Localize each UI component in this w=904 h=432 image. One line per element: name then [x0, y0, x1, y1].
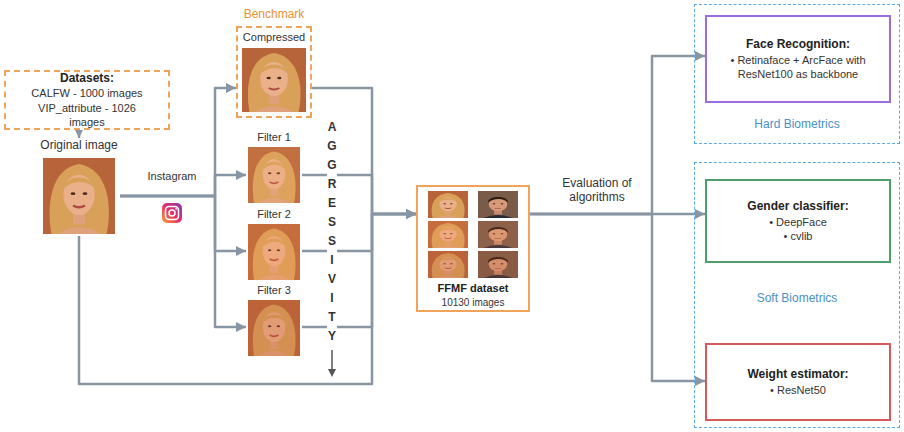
process-box: Face Recognition:• Retinaface + ArcFace …: [705, 15, 891, 103]
method-item: • ResNet50: [770, 383, 826, 397]
filter-tint: [248, 224, 300, 280]
box-heading: Datasets:: [60, 71, 114, 87]
dataset-box: FFMF dataset10130 images: [416, 185, 530, 312]
benchmark-box: BenchmarkCompressed: [236, 26, 312, 118]
aggressivity-arrow: [328, 350, 336, 377]
dataset-item: CALFW - 1000 images: [31, 86, 142, 100]
image-node: Filter 2: [246, 207, 302, 282]
face-photo: [248, 300, 300, 356]
dataset-box: Datasets:CALFW - 1000 imagesVIP_attribut…: [4, 70, 170, 130]
image-caption: Filter 2: [257, 207, 291, 221]
group-region: Soft Biometrics Gender classifier:• DeepF…: [694, 162, 900, 428]
axis-label: AGGRESSIVITY: [327, 118, 337, 346]
face-photo: [248, 147, 300, 203]
image-caption: Filter 3: [257, 283, 291, 297]
flow-arrow: [302, 214, 416, 251]
flow-arrow: [530, 214, 705, 381]
filter-tint: [248, 147, 300, 203]
flow-arrow: [120, 196, 246, 251]
face-photo: [43, 158, 115, 234]
region-label: Hard Biometrics: [754, 117, 839, 133]
flow-arrow: [302, 175, 416, 214]
filter-tint: [428, 251, 468, 278]
image-caption: Original image: [40, 138, 117, 154]
face-photo: [428, 191, 468, 218]
dataset-item: VIP_attribute - 1026 images: [22, 101, 152, 130]
process-box: Gender classifier:• DeepFace• cvlib: [705, 179, 891, 263]
process-box: Weight estimator:• ResNet50: [705, 343, 891, 421]
face-photo: [428, 251, 468, 278]
face-photo: [428, 221, 468, 248]
image-count: 10130 images: [442, 296, 505, 309]
flow-arrow: [302, 214, 416, 327]
group-region: Hard Biometrics Face Recognition:• Retina…: [694, 4, 900, 144]
box-heading: Weight estimator:: [747, 367, 848, 383]
box-heading: FFMF dataset: [438, 281, 509, 295]
method-item: • DeepFace: [769, 215, 827, 229]
flow-arrow: [120, 196, 246, 327]
image-node: Filter 3: [246, 283, 302, 358]
image-caption: Filter 1: [257, 130, 291, 144]
box-heading: Gender classifier:: [747, 199, 848, 215]
flow-arrow: [79, 214, 416, 384]
method-item: • Retinaface + ArcFace with ResNet100 as…: [723, 53, 873, 82]
filter-tint: [428, 221, 468, 248]
step-label: Evaluation of algorithms: [552, 176, 642, 205]
face-photo: [478, 251, 518, 278]
method-item: • cvlib: [784, 229, 813, 243]
image-caption: Compressed: [243, 30, 305, 44]
instagram-icon: [162, 203, 182, 223]
filter-tint: [478, 221, 518, 248]
face-photo: [478, 191, 518, 218]
image-node: Original image: [38, 138, 120, 236]
filter-tint: [478, 251, 518, 278]
face-photo: [478, 221, 518, 248]
face-photo: [242, 48, 306, 112]
box-heading: Face Recognition:: [746, 37, 850, 53]
image-node: Filter 1: [246, 130, 302, 205]
face-photo: [248, 224, 300, 280]
flow-arrow: [78, 130, 81, 138]
flow-arrow: [530, 56, 705, 214]
filter-tint: [248, 300, 300, 356]
group-heading: Benchmark: [244, 7, 305, 23]
step-label: Instagram: [140, 170, 204, 183]
region-label: Soft Biometrics: [757, 291, 838, 307]
